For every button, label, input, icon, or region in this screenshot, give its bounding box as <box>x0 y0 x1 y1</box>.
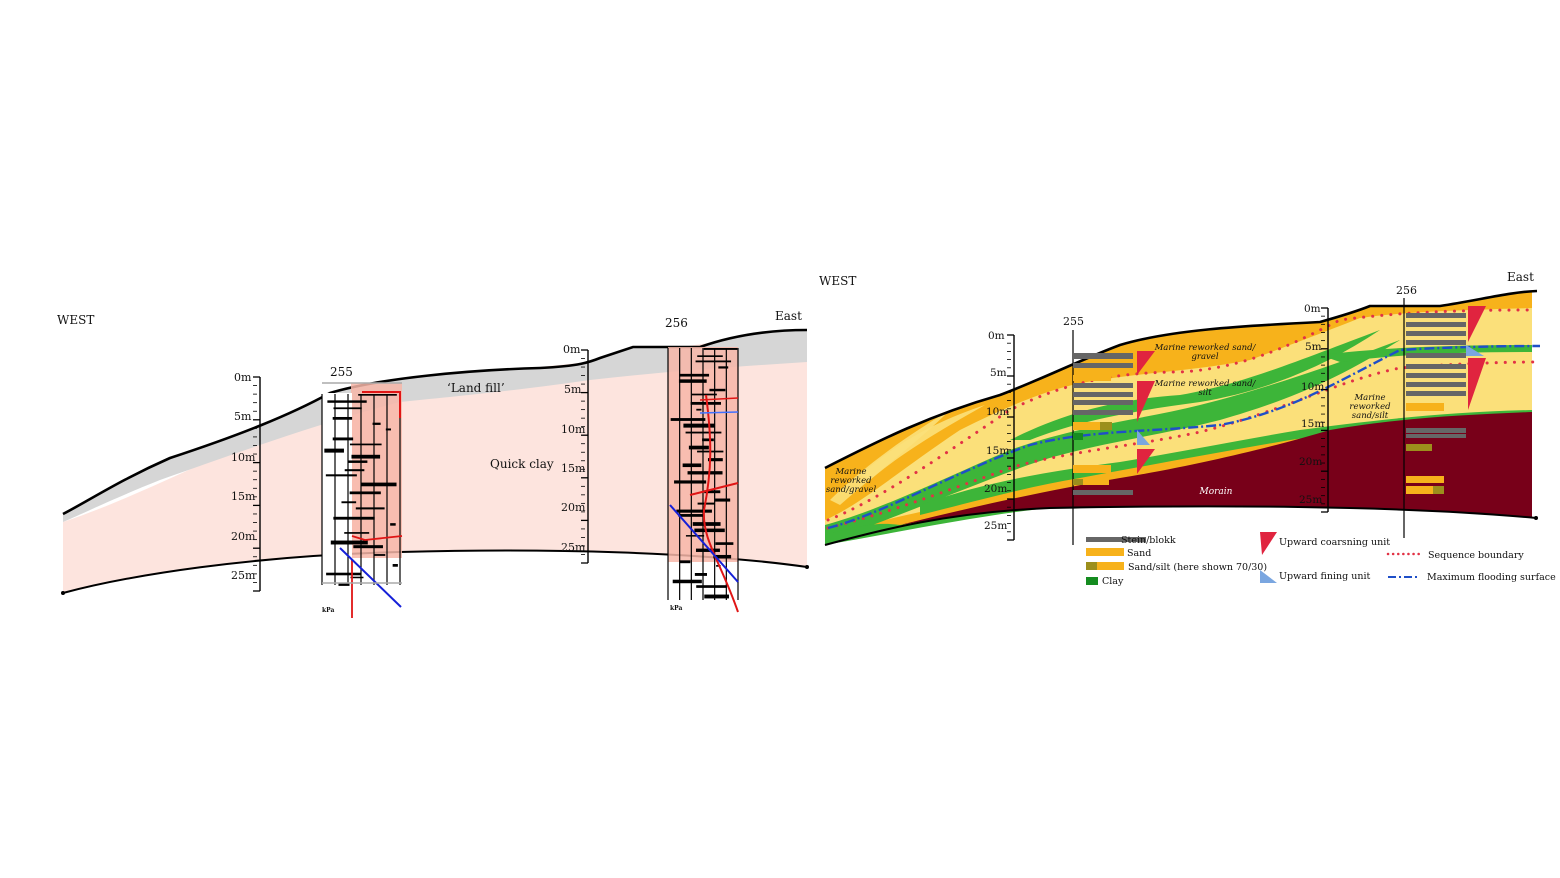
well-label-255-r: 255 <box>1063 315 1084 328</box>
scale-label: 0m <box>563 343 581 356</box>
scale-label: 0m <box>1304 303 1321 315</box>
scale-label: 5m <box>564 383 582 396</box>
scale-label: 5m <box>1305 341 1322 353</box>
depth-scale-r-b: 0m 5m 10m 15m 20m 25m <box>1299 303 1329 513</box>
well-label-256: 256 <box>665 316 688 330</box>
scale-label: 25m <box>561 541 586 554</box>
legend-upward-coarsening: Upward coarsning unit <box>1279 537 1390 548</box>
unit-label: gravel <box>1191 352 1218 362</box>
unit-label: Marine reworked sand/ <box>1154 379 1257 389</box>
ground-surface-line <box>62 328 808 516</box>
depth-scale-a: 0m 5m 10m 15m 20m 25m <box>231 371 261 592</box>
unit-label: reworked <box>830 476 872 486</box>
depth-scale-r-a: 0m 5m 10m 15m 20m 25m <box>984 330 1015 541</box>
well-log-255: kPa <box>321 382 403 618</box>
east-label-r: East <box>1507 270 1534 284</box>
unit-label: Marine reworked sand/ <box>1154 343 1257 353</box>
quick-clay-layer <box>63 333 807 593</box>
west-label-r: WEST <box>819 274 856 288</box>
unit-label-morain: Morain <box>1199 487 1233 497</box>
unit-label: sand/gravel <box>826 485 877 495</box>
scale-label: 15m <box>231 490 256 503</box>
scale-label: 10m <box>1301 381 1324 393</box>
left-cross-section: 0m 5m 10m 15m 20m 25m 0m 5m 10m 15m 20m … <box>57 309 809 618</box>
clay-layer <box>825 340 1400 542</box>
scale-label: 15m <box>561 462 586 475</box>
unit-label: Marine <box>1353 393 1385 403</box>
legend: Stein/blokk Sand Sand/silt (here shown 7… <box>1086 532 1556 587</box>
legend-stein: Stein/blokk <box>1121 535 1176 546</box>
log-footer: kPa <box>670 605 683 612</box>
unit-label-landfill: ‘Land fill’ <box>447 381 505 395</box>
scale-label: 25m <box>984 520 1007 532</box>
scale-label: 5m <box>234 410 252 423</box>
right-cross-section: 0m 5m 10m 15m 20m 25m 0m 5m 10m 15m 20m … <box>819 270 1541 546</box>
west-label: WEST <box>57 313 94 327</box>
unit-label: silt <box>1198 388 1212 398</box>
scale-label: 10m <box>561 423 586 436</box>
sequence-boundary-line <box>826 308 1534 522</box>
legend-sandsilt: Sand/silt (here shown 70/30) <box>1128 562 1267 573</box>
well-log-256: kPa <box>667 347 739 613</box>
log-footer: kPa <box>322 607 335 614</box>
scale-label: 5m <box>990 367 1007 379</box>
column-255 <box>1073 351 1155 495</box>
scale-label: 20m <box>231 530 256 543</box>
legend-sequence-boundary: Sequence boundary <box>1428 550 1524 561</box>
scale-label: 15m <box>1301 418 1324 430</box>
ground-surface-line-r <box>824 289 1538 470</box>
east-label: East <box>775 309 802 323</box>
morain-layer <box>900 412 1532 525</box>
legend-sand: Sand <box>1127 548 1151 559</box>
unit-label: reworked <box>1349 402 1391 412</box>
well-label-256-r: 256 <box>1396 284 1417 297</box>
legend-max-flooding: Maximum flooding surface <box>1427 572 1556 583</box>
column-256 <box>1406 306 1486 494</box>
scale-label: 15m <box>986 445 1009 457</box>
unit-label-quickclay: Quick clay <box>490 457 554 471</box>
scale-label: 10m <box>231 451 256 464</box>
scale-label: 20m <box>984 483 1007 495</box>
unit-label: Marine <box>834 467 866 477</box>
scale-label: 25m <box>1299 494 1322 506</box>
legend-upward-fining: Upward fining unit <box>1279 571 1371 582</box>
well-label-255: 255 <box>330 365 353 379</box>
unit-label: sand/silt <box>1352 411 1389 421</box>
scale-label: 20m <box>561 501 586 514</box>
depth-scale-b: 0m 5m 10m 15m 20m 25m <box>561 343 589 564</box>
scale-label: 25m <box>231 569 256 582</box>
scale-label: 20m <box>1299 456 1322 468</box>
max-flooding-line <box>827 344 1541 530</box>
legend-clay: Clay <box>1102 576 1124 587</box>
scale-label: 10m <box>986 406 1009 418</box>
scale-label: 0m <box>988 330 1005 342</box>
scale-label: 0m <box>234 371 252 384</box>
